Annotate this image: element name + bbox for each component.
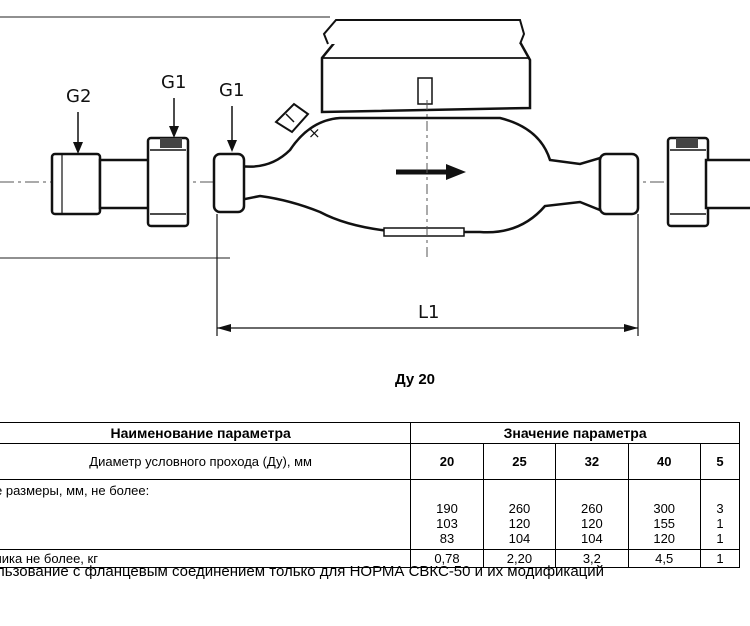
- diameter-cell: 40: [627, 443, 701, 480]
- mass-cell: 0,78: [410, 549, 484, 568]
- caption: Ду 20: [394, 371, 436, 388]
- row-mass-label: чика не более, кг: [0, 549, 412, 568]
- table-row-diameter: Диаметр условного прохода (Ду), мм 20 25…: [0, 443, 741, 480]
- meter-body: [212, 116, 640, 237]
- footnote: льзование с фланцевым соединением только…: [0, 563, 605, 580]
- mass-cell: 4,5: [627, 549, 701, 568]
- nut-hatch-left: [160, 138, 182, 148]
- nut-hatch-right: [676, 138, 698, 148]
- diameter-cell: 32: [555, 443, 629, 480]
- water-meter-drawing: × G2 G1 G1 L1: [0, 16, 750, 336]
- flow-arrow: [396, 164, 466, 180]
- mass-cell: 1: [699, 549, 741, 568]
- right-fitting: [666, 136, 750, 228]
- spec-table: Наименование параметра Значение параметр…: [0, 422, 741, 568]
- header-param: Наименование параметра: [0, 422, 412, 444]
- diameter-cell: 5: [699, 443, 741, 480]
- header-value: Значение параметра: [410, 422, 740, 444]
- row-dims-label: е размеры, мм, не более:: [0, 479, 412, 550]
- meter-register: [320, 19, 532, 114]
- diameter-cell: 20: [410, 443, 484, 480]
- left-fitting: [50, 136, 190, 228]
- table-header-row: Наименование параметра Значение параметр…: [0, 422, 740, 444]
- label-g2: G2: [66, 86, 91, 107]
- label-g1-right: G1: [219, 80, 244, 101]
- seal: [274, 102, 310, 134]
- mass-cell: 2,20: [482, 549, 557, 568]
- label-g1-left: G1: [161, 72, 186, 93]
- table-row-mass: чика не более, кг 0,78 2,20 3,2 4,5 1: [0, 549, 741, 568]
- label-l1: L1: [418, 302, 439, 323]
- diameter-cell: 25: [482, 443, 557, 480]
- row-diameter-label: Диаметр условного прохода (Ду), мм: [0, 443, 412, 480]
- seal-mark: ×: [308, 124, 321, 142]
